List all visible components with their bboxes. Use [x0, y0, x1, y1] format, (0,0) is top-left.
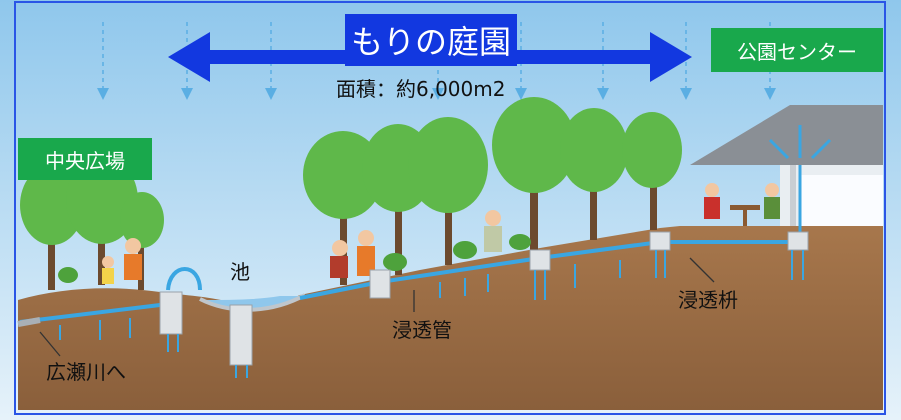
- leader-lines: [39, 257, 715, 357]
- overflow-curve: [166, 267, 202, 291]
- title-box: もりの庭園: [345, 14, 517, 66]
- river-label: 広瀬川へ: [46, 360, 126, 384]
- infiltration-pipe: [19, 240, 800, 324]
- people: [102, 183, 780, 284]
- basin-label: 浸透枡: [678, 288, 738, 312]
- outflow-pipe: [17, 317, 41, 327]
- pond: [205, 296, 300, 309]
- center-plaza-label: 中央広場: [18, 138, 152, 180]
- area-label: 面積：約6,000m2: [336, 77, 506, 101]
- park-center-building: [690, 105, 883, 226]
- infiltration-basins: [159, 231, 809, 366]
- frame: [14, 1, 886, 415]
- pipe-label: 浸透管: [392, 318, 452, 342]
- park-center-label: 公園センター: [711, 28, 883, 72]
- roof-drain-arrows: [768, 125, 832, 240]
- trees: [20, 97, 682, 290]
- seepage-arrows: [59, 250, 804, 378]
- pond-label: 池: [230, 260, 250, 284]
